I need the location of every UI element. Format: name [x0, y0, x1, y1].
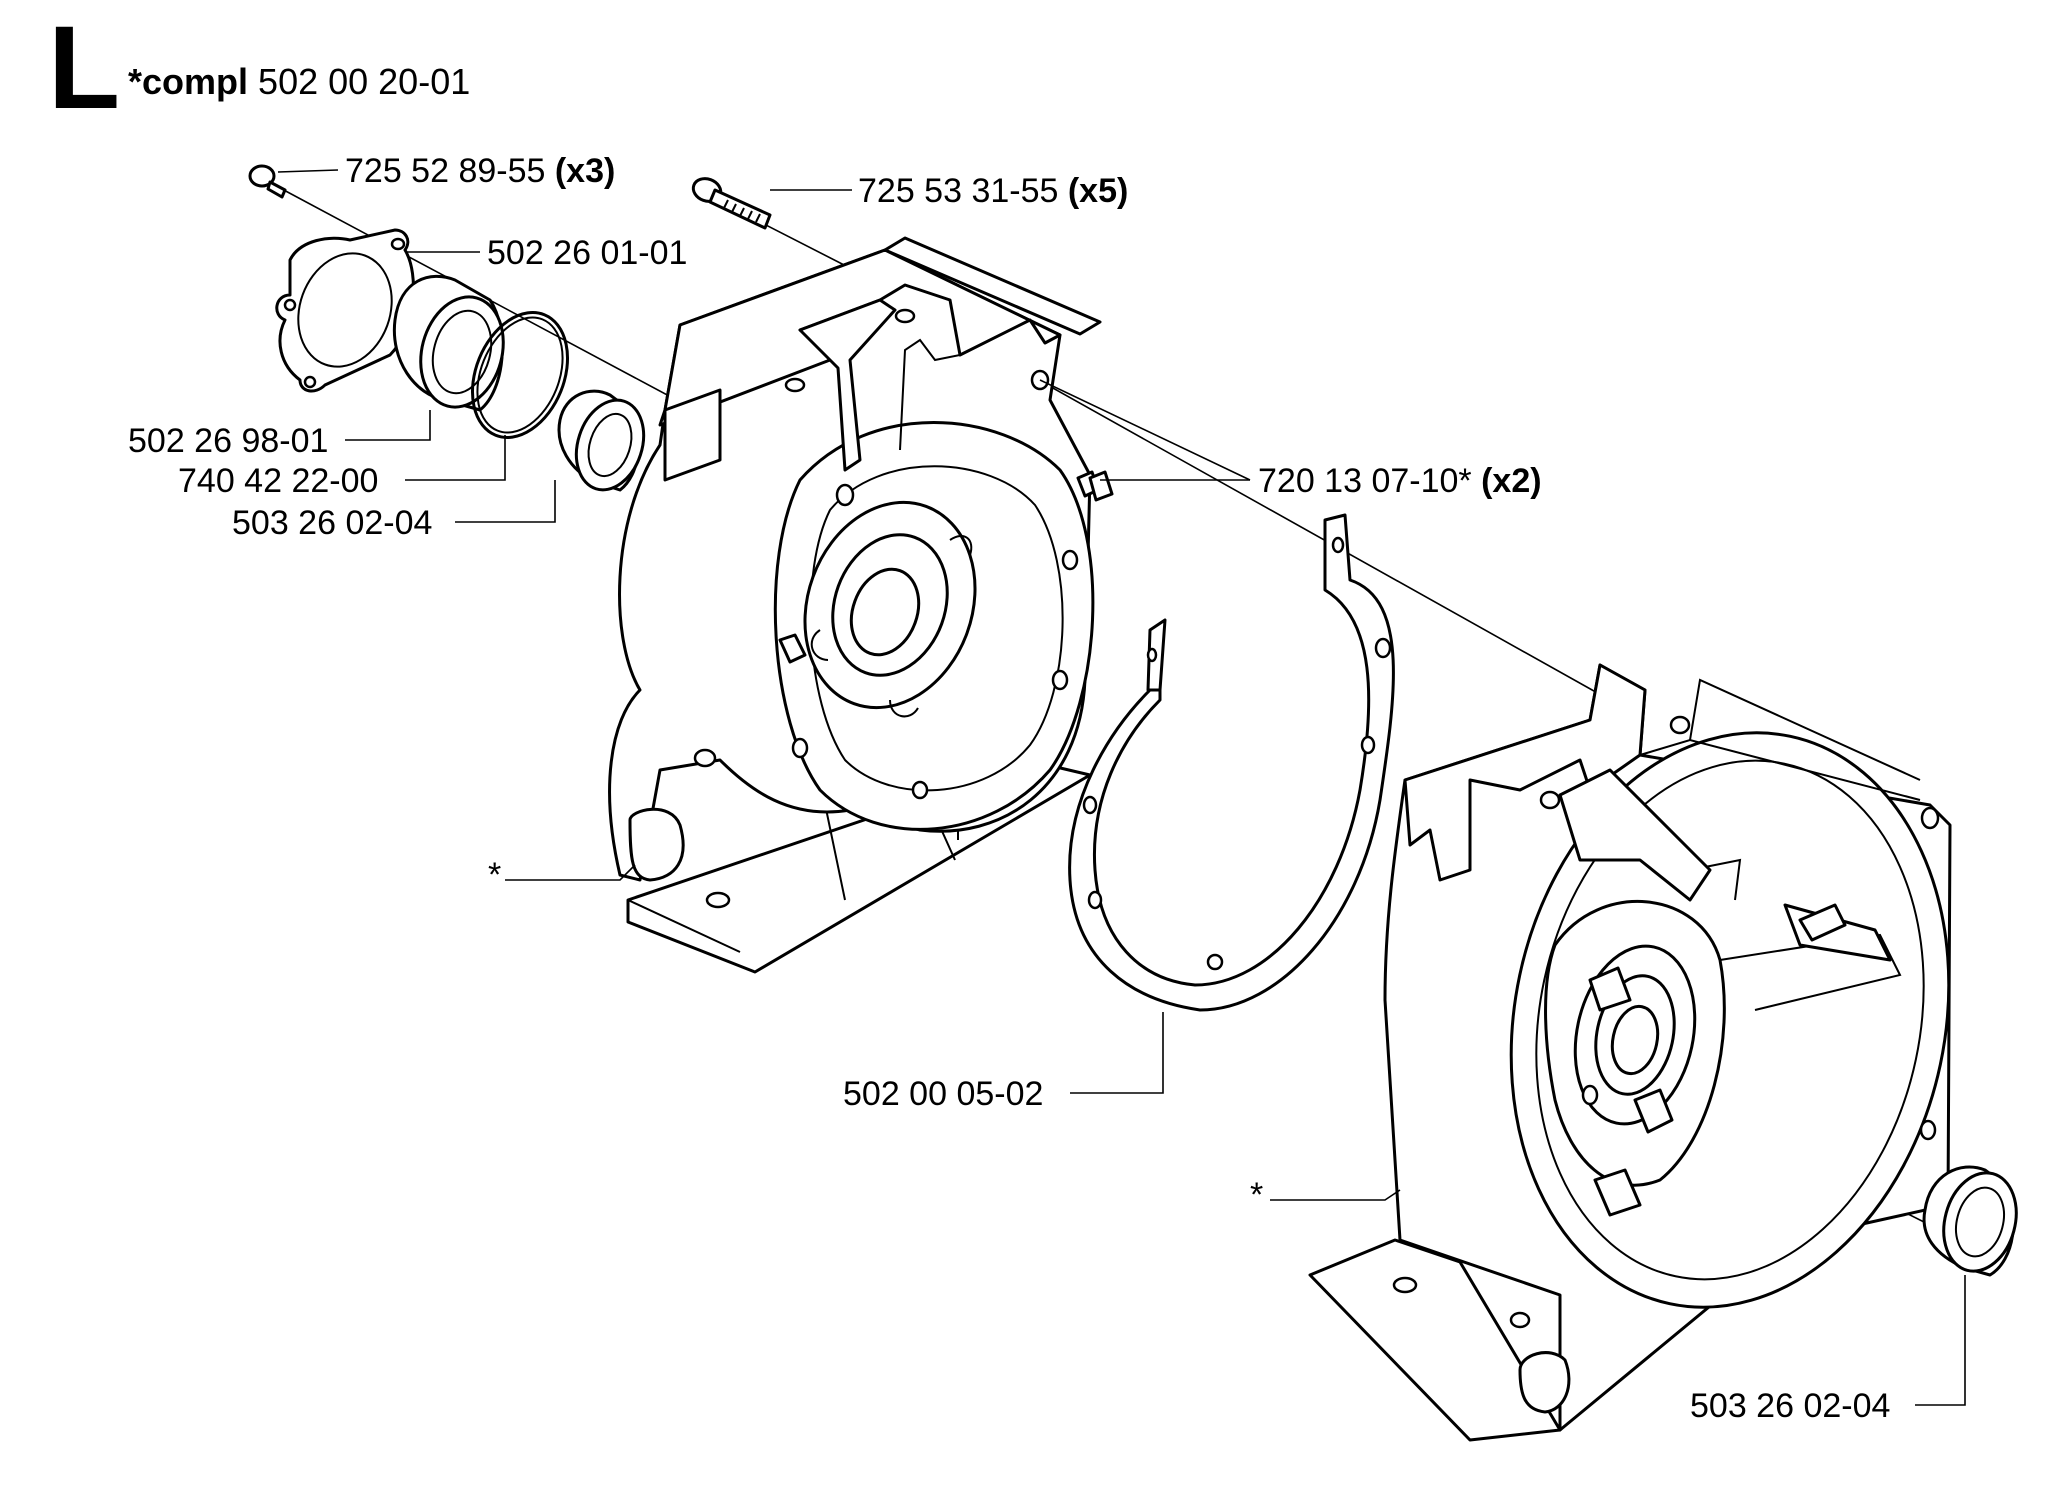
crankcase-half-right[interactable] [1308, 663, 2001, 1442]
callout-number: 725 53 31-55 [858, 172, 1058, 210]
callout-qty: (x5) [1068, 172, 1128, 210]
callout-qty: (x2) [1481, 462, 1541, 500]
callout-half-left-marker: * [488, 856, 501, 894]
seal-right-part[interactable] [1922, 1165, 2027, 1280]
callout-screw-small: 725 52 89-55 (x3) [345, 152, 615, 190]
callout-screw-long: 725 53 31-55 (x5) [858, 172, 1128, 210]
pin-part[interactable] [1088, 470, 1114, 502]
assembly-prefix: *compl [128, 61, 248, 102]
screw-small-part[interactable] [248, 164, 287, 199]
bearing-housing-part[interactable] [392, 274, 515, 416]
callout-o-ring: 740 42 22-00 [178, 462, 378, 500]
assembly-part-number: 502 00 20-01 [258, 61, 470, 102]
callout-number: 725 52 89-55 [345, 152, 545, 190]
callout-bearing-housing: 502 26 98-01 [128, 422, 328, 460]
assembly-title: *compl 502 00 20-01 [128, 61, 470, 102]
section-header: L *compl 502 00 20-01 [48, 2, 470, 134]
leader-lines [277, 169, 1966, 1406]
callout-number: 720 13 07-10* [1258, 462, 1472, 500]
cover-plate-part[interactable] [275, 228, 415, 393]
callout-half-right-marker: * [1250, 1176, 1263, 1214]
callout-qty: (x3) [555, 152, 615, 190]
callout-gasket: 502 00 05-02 [843, 1075, 1043, 1113]
section-letter: L [48, 2, 120, 134]
seal-left-part[interactable] [557, 389, 655, 498]
callout-labels: 725 52 89-55 (x3) 725 53 31-55 (x5) 502 … [128, 152, 1890, 1425]
callout-seal-left: 503 26 02-04 [232, 504, 432, 542]
o-ring-part[interactable] [455, 298, 585, 451]
callout-seal-right: 503 26 02-04 [1690, 1387, 1890, 1425]
crankcase-half-left[interactable] [608, 236, 1102, 974]
crankcase-gasket[interactable] [1068, 513, 1395, 1012]
callout-pin: 720 13 07-10* (x2) [1258, 462, 1542, 500]
screw-long-part[interactable] [690, 175, 772, 230]
callout-cover-plate: 502 26 01-01 [487, 234, 687, 272]
